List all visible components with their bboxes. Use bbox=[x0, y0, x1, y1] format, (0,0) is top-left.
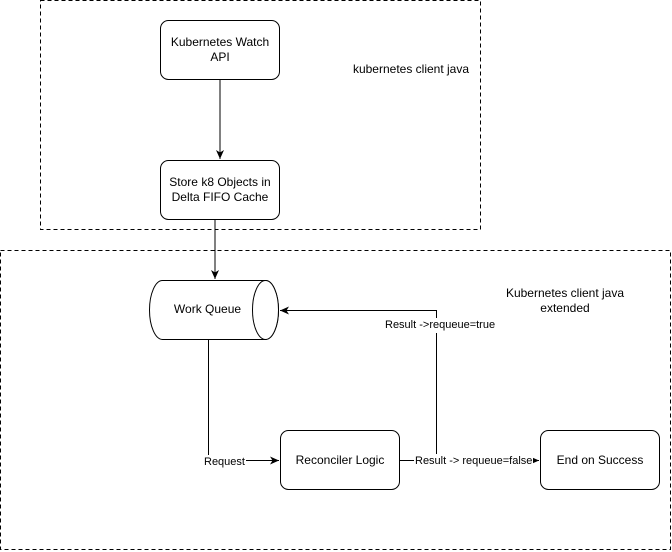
watch-api-label: Kubernetes Watch API bbox=[170, 35, 270, 64]
work-queue-node bbox=[149, 280, 279, 340]
client-java-container bbox=[40, 0, 481, 230]
client-java-extended-label: Kubernetes client java extended bbox=[505, 286, 625, 315]
edge-label-requeue-false: Result -> requeue=false bbox=[414, 454, 534, 469]
watch-api-node bbox=[160, 20, 280, 80]
fifo-cache-node bbox=[160, 160, 280, 220]
fifo-cache-label: Store k8 Objects in Delta FIFO Cache bbox=[169, 175, 271, 204]
client-java-extended-container bbox=[0, 250, 671, 550]
edge-queue-to-reconciler bbox=[208, 340, 279, 465]
edge-label-request: Request bbox=[203, 455, 246, 470]
end-success-node bbox=[540, 430, 660, 490]
client-java-label: kubernetes client java bbox=[352, 62, 470, 76]
edge-label-requeue-true: Result ->requeue=true bbox=[384, 318, 497, 333]
reconciler-label: Reconciler Logic bbox=[295, 453, 385, 467]
reconciler-node bbox=[280, 430, 400, 490]
work-queue-label: Work Queue bbox=[173, 302, 242, 316]
end-success-label: End on Success bbox=[556, 453, 644, 467]
